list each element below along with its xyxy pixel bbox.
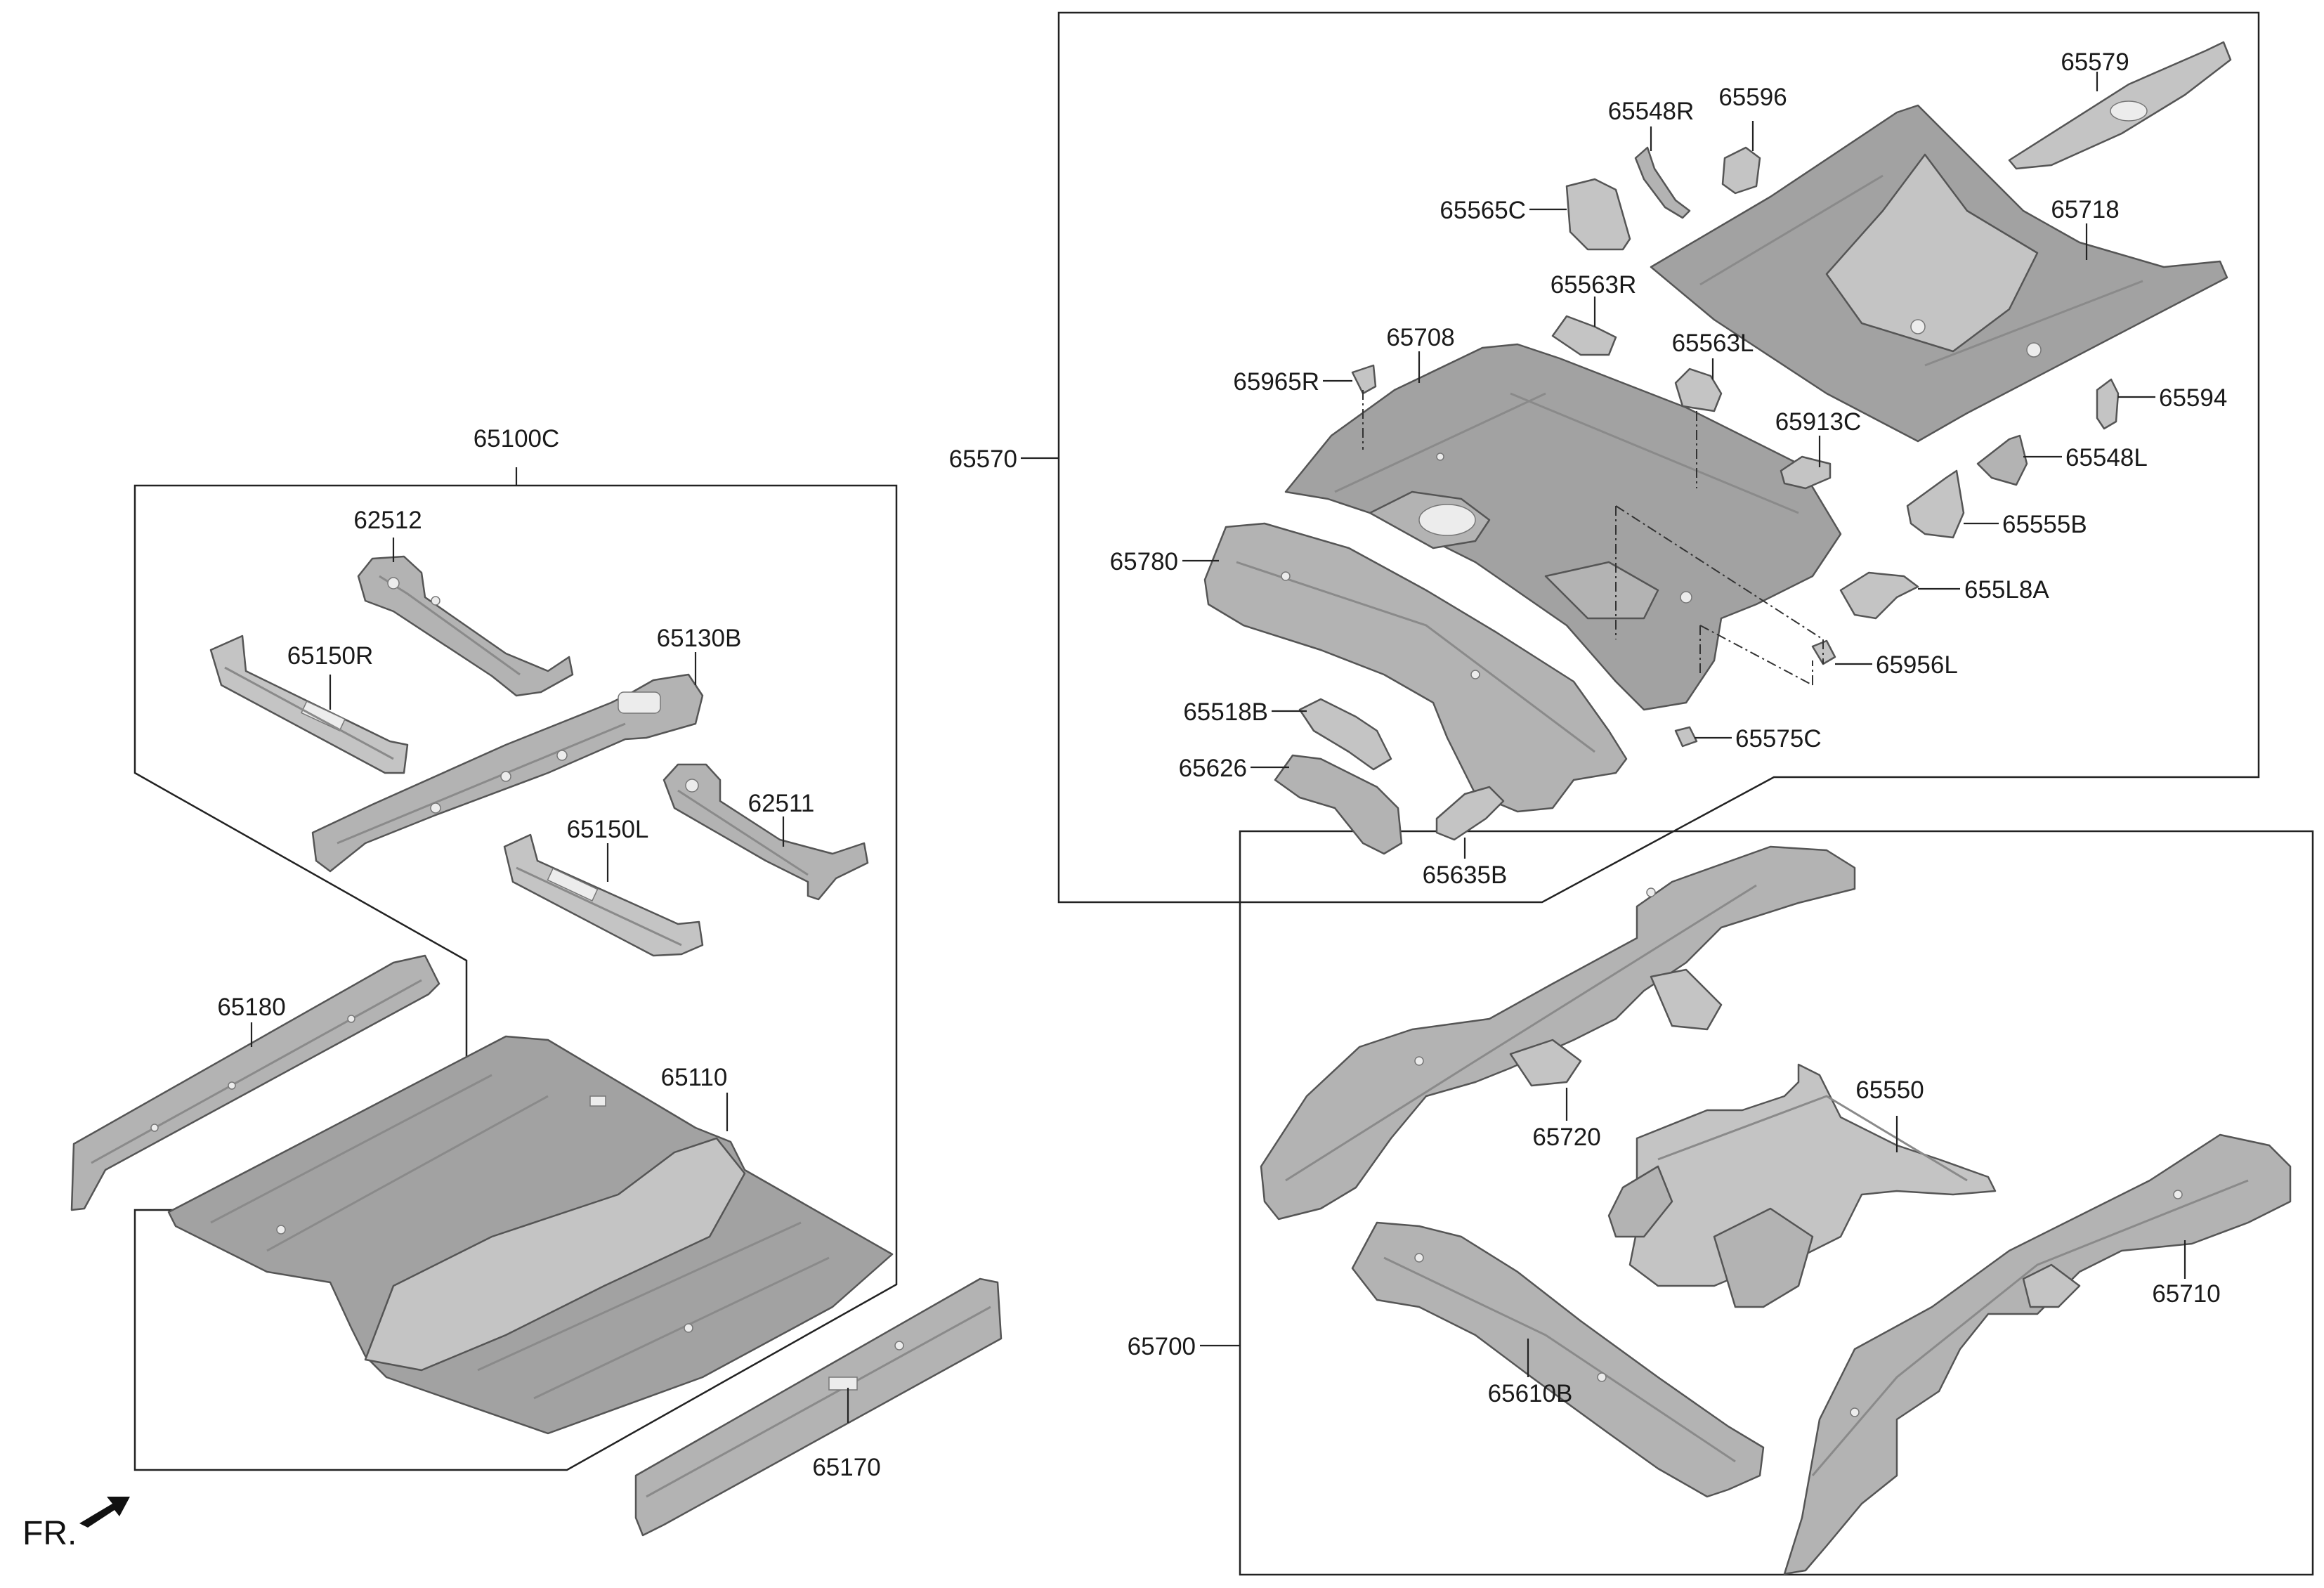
part-65610b [1351,1221,1765,1498]
label-65913c: 65913C [1775,408,1862,436]
front-arrow-icon [79,1497,130,1528]
part-65913c [1780,455,1832,490]
label-65100c: 65100C [474,425,560,453]
label-65780: 65780 [1110,548,1178,575]
part-65565c [1565,178,1631,251]
part-65150l [503,833,704,957]
label-65610b: 65610B [1488,1380,1573,1407]
part-65956l [1811,639,1836,665]
label-65626: 65626 [1179,755,1247,782]
label-65720: 65720 [1532,1124,1600,1151]
part-65965r [1351,364,1377,395]
part-65555b [1906,469,1965,539]
label-65596: 65596 [1718,84,1787,111]
label-65150l: 65150L [567,816,649,843]
part-65575c [1674,726,1698,748]
part-65170 [634,1277,1003,1537]
part-65720 [1260,845,1856,1221]
part-65594 [2096,378,2120,430]
label-65110: 65110 [661,1064,728,1091]
group-dashed-connectors [1362,390,1824,686]
label-65130b: 65130B [657,625,742,652]
part-65548r [1634,146,1691,219]
group-frames [133,11,2314,1576]
part-65710 [1783,1133,2292,1575]
part-65635b [1435,786,1505,841]
label-65170: 65170 [812,1454,880,1481]
frame-65100c [133,484,898,1471]
label-65563l: 65563L [1672,330,1754,357]
part-62511 [662,763,869,901]
front-direction-marker: FR. [22,1497,130,1552]
part-65780 [1203,522,1628,813]
label-65579: 65579 [2061,48,2129,76]
label-65956l: 65956L [1876,651,1958,679]
label-65575c: 65575C [1735,725,1822,753]
label-65548r: 65548R [1608,98,1695,125]
part-65130b [311,673,704,873]
part-65596 [1721,146,1761,195]
part-65708 [1284,343,1842,711]
frame-65700 [1239,830,2314,1576]
label-65518b: 65518B [1183,698,1268,726]
label-65710: 65710 [2152,1280,2220,1308]
label-65700: 65700 [1128,1333,1196,1360]
label-65555b: 65555B [2002,511,2087,538]
part-62512 [357,555,574,697]
frame-65570 [1057,11,2260,904]
part-65518b [1298,698,1392,771]
group-leader-lines [250,72,2186,1423]
label-65563r: 65563R [1551,271,1637,299]
front-label: FR. [22,1515,77,1552]
label-62511: 62511 [748,790,815,817]
label-65594: 65594 [2159,384,2227,412]
group-part-labels: 65100C 62512 65150R 65130B 62511 65150L … [217,48,2227,1481]
label-65570: 65570 [949,445,1017,473]
part-65550 [1607,1063,1997,1308]
label-65635b: 65635B [1423,861,1508,889]
label-655l8a: 655L8A [1964,576,2049,604]
label-65150r: 65150R [287,642,374,670]
label-65548l: 65548L [2065,444,2148,471]
label-65565c: 65565C [1440,197,1526,224]
part-655l8a [1839,571,1919,620]
label-65718: 65718 [2051,196,2119,223]
label-62512: 62512 [353,507,422,534]
part-65150r [209,634,409,774]
part-65579 [2008,41,2232,170]
part-65626 [1274,754,1403,855]
label-65180: 65180 [217,994,285,1021]
part-65180 [70,954,440,1211]
part-65718 [1650,104,2228,443]
label-65708: 65708 [1386,324,1454,351]
part-65563r [1551,315,1617,356]
part-65563l [1674,367,1723,412]
label-65550: 65550 [1855,1076,1924,1104]
part-65110 [167,1035,894,1435]
part-65548l [1976,434,2028,486]
label-65965r: 65965R [1233,368,1319,396]
